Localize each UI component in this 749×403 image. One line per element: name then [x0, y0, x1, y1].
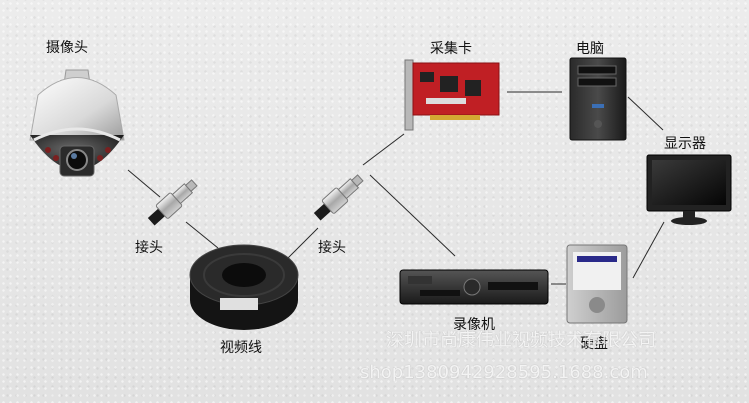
connection-lines [127, 91, 665, 285]
label-hard-disk: 硬盘 [580, 336, 608, 352]
hard-disk [566, 244, 628, 324]
dome-camera [29, 69, 125, 177]
label-cable: 视频线 [220, 340, 262, 356]
bnc-connector-right [313, 174, 364, 221]
label-capture-card: 采集卡 [430, 41, 472, 57]
watermark-contact: shop1380942928595.1688.com [360, 362, 648, 383]
link-connector-cable [185, 221, 219, 249]
label-dvr: 录像机 [453, 317, 495, 333]
label-monitor: 显示器 [664, 136, 706, 152]
capture-card [404, 59, 500, 131]
bnc-connector-left [147, 179, 198, 226]
dvr-recorder [399, 269, 549, 305]
label-connector-left: 接头 [135, 240, 163, 256]
link-computer-monitor [627, 96, 664, 131]
computer-tower [569, 57, 627, 141]
cable-coil [189, 244, 299, 330]
label-camera: 摄像头 [46, 40, 88, 56]
link-cable-connector [285, 227, 319, 261]
label-connector-right: 接头 [318, 240, 346, 256]
watermark-company: 深圳市尚康伟业视频技术有限公司 [386, 330, 656, 351]
link-disk-monitor [632, 221, 665, 279]
lcd-monitor [646, 154, 732, 225]
link-camera-connector [127, 169, 161, 198]
label-computer: 电脑 [576, 41, 604, 57]
link-connector-capture-card [362, 133, 405, 166]
link-connector-dvr [369, 174, 456, 257]
